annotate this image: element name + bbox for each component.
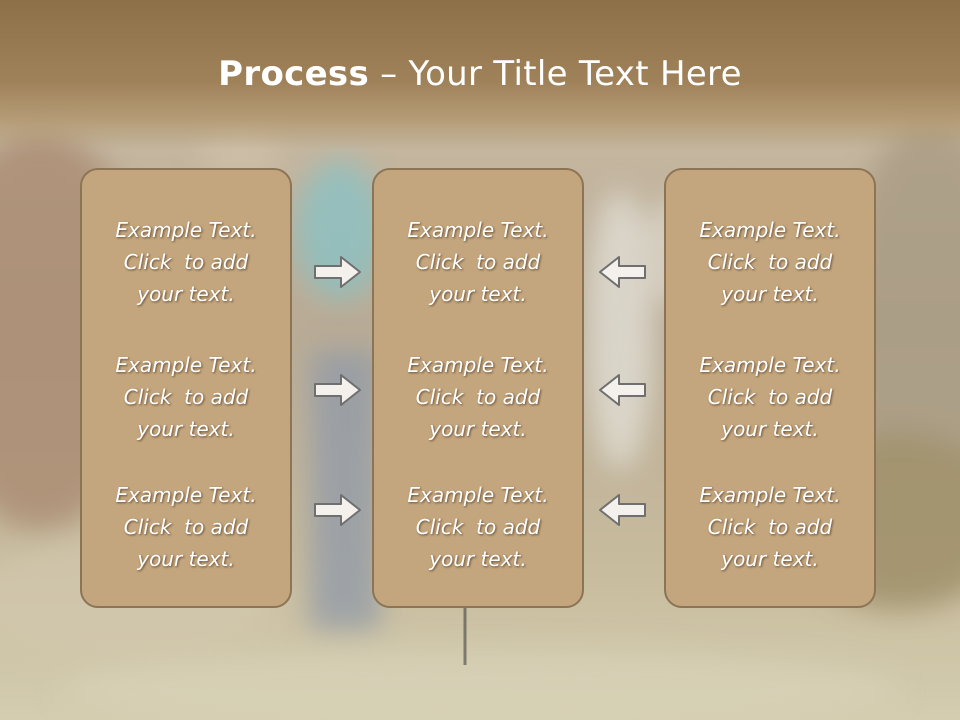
text-line: your text. [137, 417, 235, 441]
text-line: your text. [429, 417, 527, 441]
text-block[interactable]: Example Text. Click to add your text. [666, 349, 874, 445]
text-line: your text. [721, 417, 819, 441]
text-line: Example Text. [115, 483, 257, 507]
text-block[interactable]: Example Text. Click to add your text. [374, 479, 582, 575]
text-line: your text. [429, 547, 527, 571]
text-block[interactable]: Example Text. Click to add your text. [666, 214, 874, 310]
text-line: your text. [429, 282, 527, 306]
text-line: Example Text. [407, 353, 549, 377]
title-bold: Process [218, 54, 370, 94]
text-line: Click to add [415, 515, 541, 539]
arrow-right-icon [314, 256, 361, 288]
text-block[interactable]: Example Text. Click to add your text. [82, 214, 290, 310]
text-line: Click to add [707, 385, 833, 409]
arrow-left-icon [599, 374, 646, 406]
arrow-left-icon [599, 494, 646, 526]
title-band [0, 0, 960, 150]
text-line: Click to add [123, 250, 249, 274]
text-line: Click to add [707, 515, 833, 539]
text-line: Example Text. [699, 353, 841, 377]
left-column-box[interactable]: Example Text. Click to add your text. Ex… [80, 168, 292, 608]
arrow-right-icon [314, 494, 361, 526]
text-line: Click to add [123, 385, 249, 409]
text-line: Example Text. [407, 483, 549, 507]
text-line: Click to add [415, 250, 541, 274]
text-block[interactable]: Example Text. Click to add your text. [374, 349, 582, 445]
arrow-right-icon [314, 374, 361, 406]
text-line: Example Text. [407, 218, 549, 242]
text-line: Example Text. [115, 218, 257, 242]
text-line: your text. [721, 547, 819, 571]
text-line: your text. [721, 282, 819, 306]
text-line: Click to add [123, 515, 249, 539]
slide-title[interactable]: Process – Your Title Text Here [0, 54, 960, 94]
text-line: Example Text. [699, 483, 841, 507]
text-line: Example Text. [115, 353, 257, 377]
text-line: your text. [137, 547, 235, 571]
right-column-box[interactable]: Example Text. Click to add your text. Ex… [664, 168, 876, 608]
text-block[interactable]: Example Text. Click to add your text. [374, 214, 582, 310]
text-block[interactable]: Example Text. Click to add your text. [82, 479, 290, 575]
text-block[interactable]: Example Text. Click to add your text. [82, 349, 290, 445]
text-line: Example Text. [699, 218, 841, 242]
arrow-left-icon [599, 256, 646, 288]
title-rest: – Your Title Text Here [369, 54, 742, 94]
text-line: your text. [137, 282, 235, 306]
text-line: Click to add [415, 385, 541, 409]
text-block[interactable]: Example Text. Click to add your text. [666, 479, 874, 575]
center-column-box[interactable]: Example Text. Click to add your text. Ex… [372, 168, 584, 608]
text-line: Click to add [707, 250, 833, 274]
